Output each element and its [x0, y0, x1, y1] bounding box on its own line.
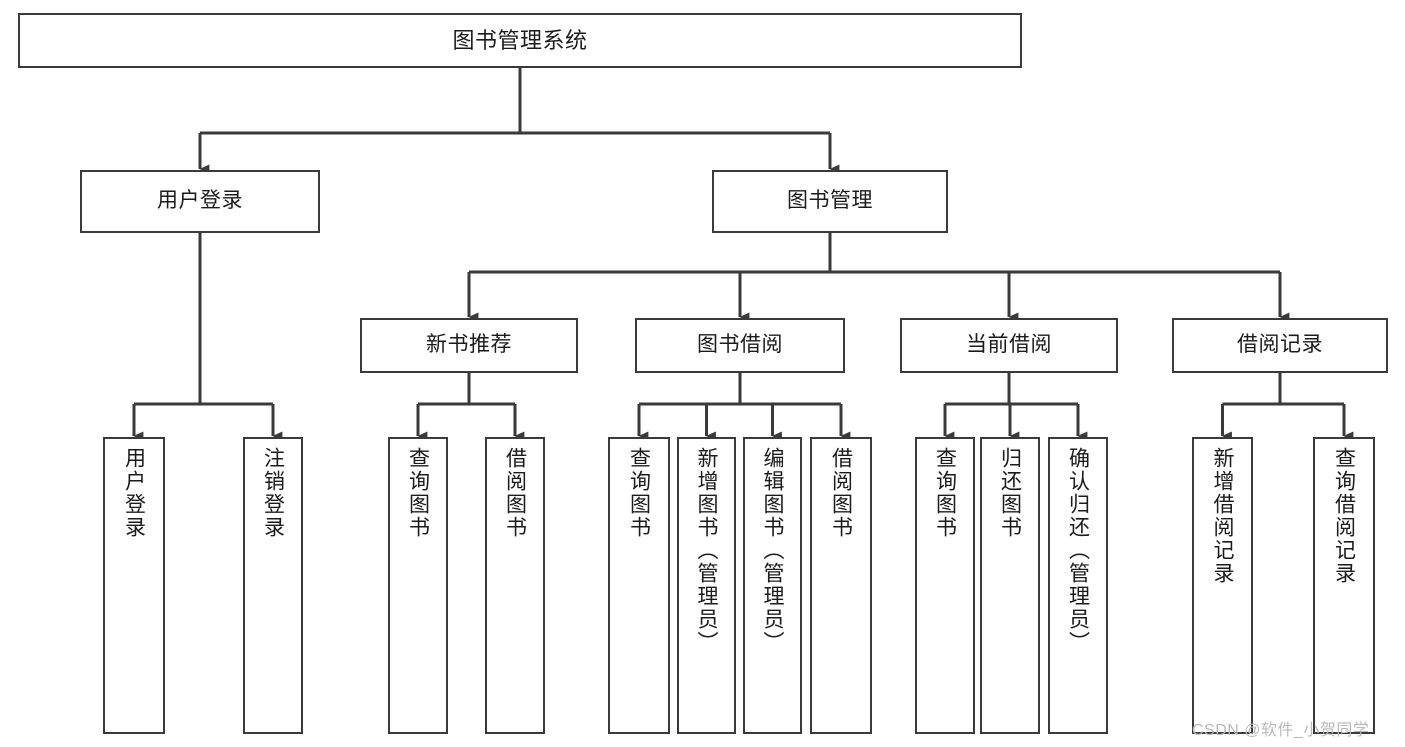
node-label: 用户登录 [157, 189, 243, 213]
node-label: 图书管理 [787, 189, 873, 213]
node-leaf_query_rec[interactable]: 查询借阅记录 [1313, 437, 1375, 734]
node-leaf_user_login[interactable]: 用户登录 [103, 437, 165, 734]
node-label: 借阅图书 [829, 447, 853, 539]
node-leaf_edit_book[interactable]: 编辑图书（管理员） [743, 437, 802, 734]
node-leaf_query_b2[interactable]: 查询图书 [608, 437, 670, 734]
connector-lines [132, 68, 1354, 441]
node-leaf_borrow_b2[interactable]: 借阅图书 [810, 437, 872, 734]
node-label: 查询图书 [933, 447, 957, 539]
node-label: 注销登录 [261, 447, 285, 539]
node-leaf_confirm[interactable]: 确认归还（管理员） [1048, 437, 1108, 734]
node-label: 新增图书（管理员） [695, 447, 718, 654]
node-label: 查询图书 [406, 447, 430, 539]
node-label: 图书管理系统 [452, 27, 588, 53]
node-label: 确认归还（管理员） [1066, 447, 1090, 654]
node-leaf_return[interactable]: 归还图书 [980, 437, 1040, 734]
node-label: 新书推荐 [426, 333, 512, 357]
node-label: 图书借阅 [697, 333, 783, 357]
node-label: 归还图书 [998, 447, 1022, 539]
csdn-watermark: CSDN @软件_小贺同学 [1192, 722, 1370, 739]
node-book_borrow[interactable]: 图书借阅 [635, 318, 845, 373]
node-leaf_add_rec[interactable]: 新增借阅记录 [1192, 437, 1253, 734]
node-leaf_query_b3[interactable]: 查询图书 [915, 437, 975, 734]
node-book_manage[interactable]: 图书管理 [712, 170, 948, 233]
node-user_login[interactable]: 用户登录 [80, 170, 320, 233]
node-borrow_record[interactable]: 借阅记录 [1172, 318, 1388, 373]
node-label: 借阅图书 [503, 447, 527, 539]
node-label: 新增借阅记录 [1211, 447, 1234, 585]
node-leaf_logout[interactable]: 注销登录 [243, 437, 303, 734]
node-label: 当前借阅 [966, 333, 1052, 357]
node-leaf_borrow_b1[interactable]: 借阅图书 [485, 437, 545, 734]
node-leaf_query_b1[interactable]: 查询图书 [388, 437, 448, 734]
node-label: 借阅记录 [1237, 333, 1323, 357]
node-label: 编辑图书（管理员） [761, 447, 784, 654]
node-label: 查询图书 [627, 447, 651, 539]
node-root[interactable]: 图书管理系统 [18, 13, 1022, 68]
node-label: 查询借阅记录 [1332, 447, 1356, 585]
node-leaf_add_book[interactable]: 新增图书（管理员） [677, 437, 736, 734]
node-current_borrow[interactable]: 当前借阅 [900, 318, 1118, 373]
node-new_book_rec[interactable]: 新书推荐 [360, 318, 578, 373]
node-label: 用户登录 [122, 447, 146, 539]
